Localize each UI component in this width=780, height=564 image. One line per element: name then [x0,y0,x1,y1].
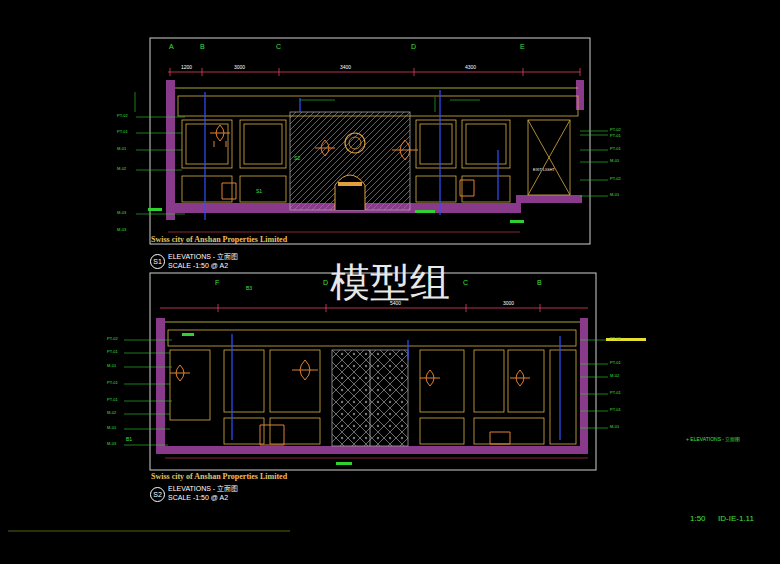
scale-note: SCALE -1:50 @ A2 [168,262,228,269]
grid-letter: A [169,43,174,50]
view-marker: S1 [150,254,165,269]
grid-letter: C [463,279,468,286]
callout-tag: PT-01 [610,361,621,365]
scale-note: 1:50 [690,515,706,523]
grid-letter: D [323,279,328,286]
grid-letter: C [276,43,281,50]
callout-tag: M-01 [107,426,116,430]
callout-tag: PT-01 [117,130,128,134]
callout-tag: PT-01 [610,147,621,151]
callout-number: S2 [294,156,300,161]
grid-letter: F [215,279,219,286]
view-marker: S2 [150,487,165,502]
grid-letter: B [200,43,205,50]
callout-tag: PT-02 [117,114,128,118]
dimension: 3000 [503,301,514,306]
watermark: 模型组 [330,262,450,302]
callout-tag: PT-01 [107,398,118,402]
dimension: 5400 [390,301,401,306]
grid-letter: E [520,43,525,50]
callout-tag: M-01 [107,364,116,368]
elevation-title: ELEVATIONS - 立面图 [168,485,238,492]
callout-tag: PT-02 [610,128,621,132]
view-number: S1 [153,258,162,265]
dimension: 3400 [340,65,351,70]
company-title: Swiss city of Anshan Properties Limited [151,236,287,244]
scale-note: SCALE -1:50 @ A2 [168,494,228,501]
callout-tag: PT-02 [107,337,118,341]
grid-letter: B [537,279,542,286]
callout-number: B3 [246,286,252,291]
callout-tag: PT-02 [610,177,621,181]
callout-tag: M-02 [610,374,619,378]
elevation-title: ELEVATIONS - 立面图 [168,253,238,260]
callout-number: B1 [126,437,132,442]
dimension: 3000 [234,65,245,70]
callout-tag: M-03 [117,211,126,215]
callout-tag: PT-01 [107,350,118,354]
sign-note: EXIT LIGHT [533,168,555,172]
callout-tag: M-01 [610,425,619,429]
callout-tag: PT-01 [107,381,118,385]
callout-tag: PT-02 [610,337,621,341]
callout-tag: M-01 [117,147,126,151]
callout-tag: M-02 [107,411,116,415]
view-number: S2 [153,491,162,498]
callout-tag: PT-01 [610,391,621,395]
company-title: Swiss city of Anshan Properties Limited [151,473,287,481]
callout-tag: M-01 [610,193,619,197]
callout-tag: M-03 [117,228,126,232]
view-note: + ELEVATIONS - 立面图 [686,437,740,442]
dimension: 4300 [465,65,476,70]
callout-tag: M-02 [117,167,126,171]
callout-tag: PT-01 [610,134,621,138]
sheet-number: ID-IE-1.11 [718,515,754,523]
callout-number: S1 [256,189,262,194]
grid-letter: D [411,43,416,50]
callout-tag: PT-01 [610,408,621,412]
dimension: 1200 [181,65,192,70]
callout-tag: M-03 [107,442,116,446]
callout-tag: M-01 [610,159,619,163]
